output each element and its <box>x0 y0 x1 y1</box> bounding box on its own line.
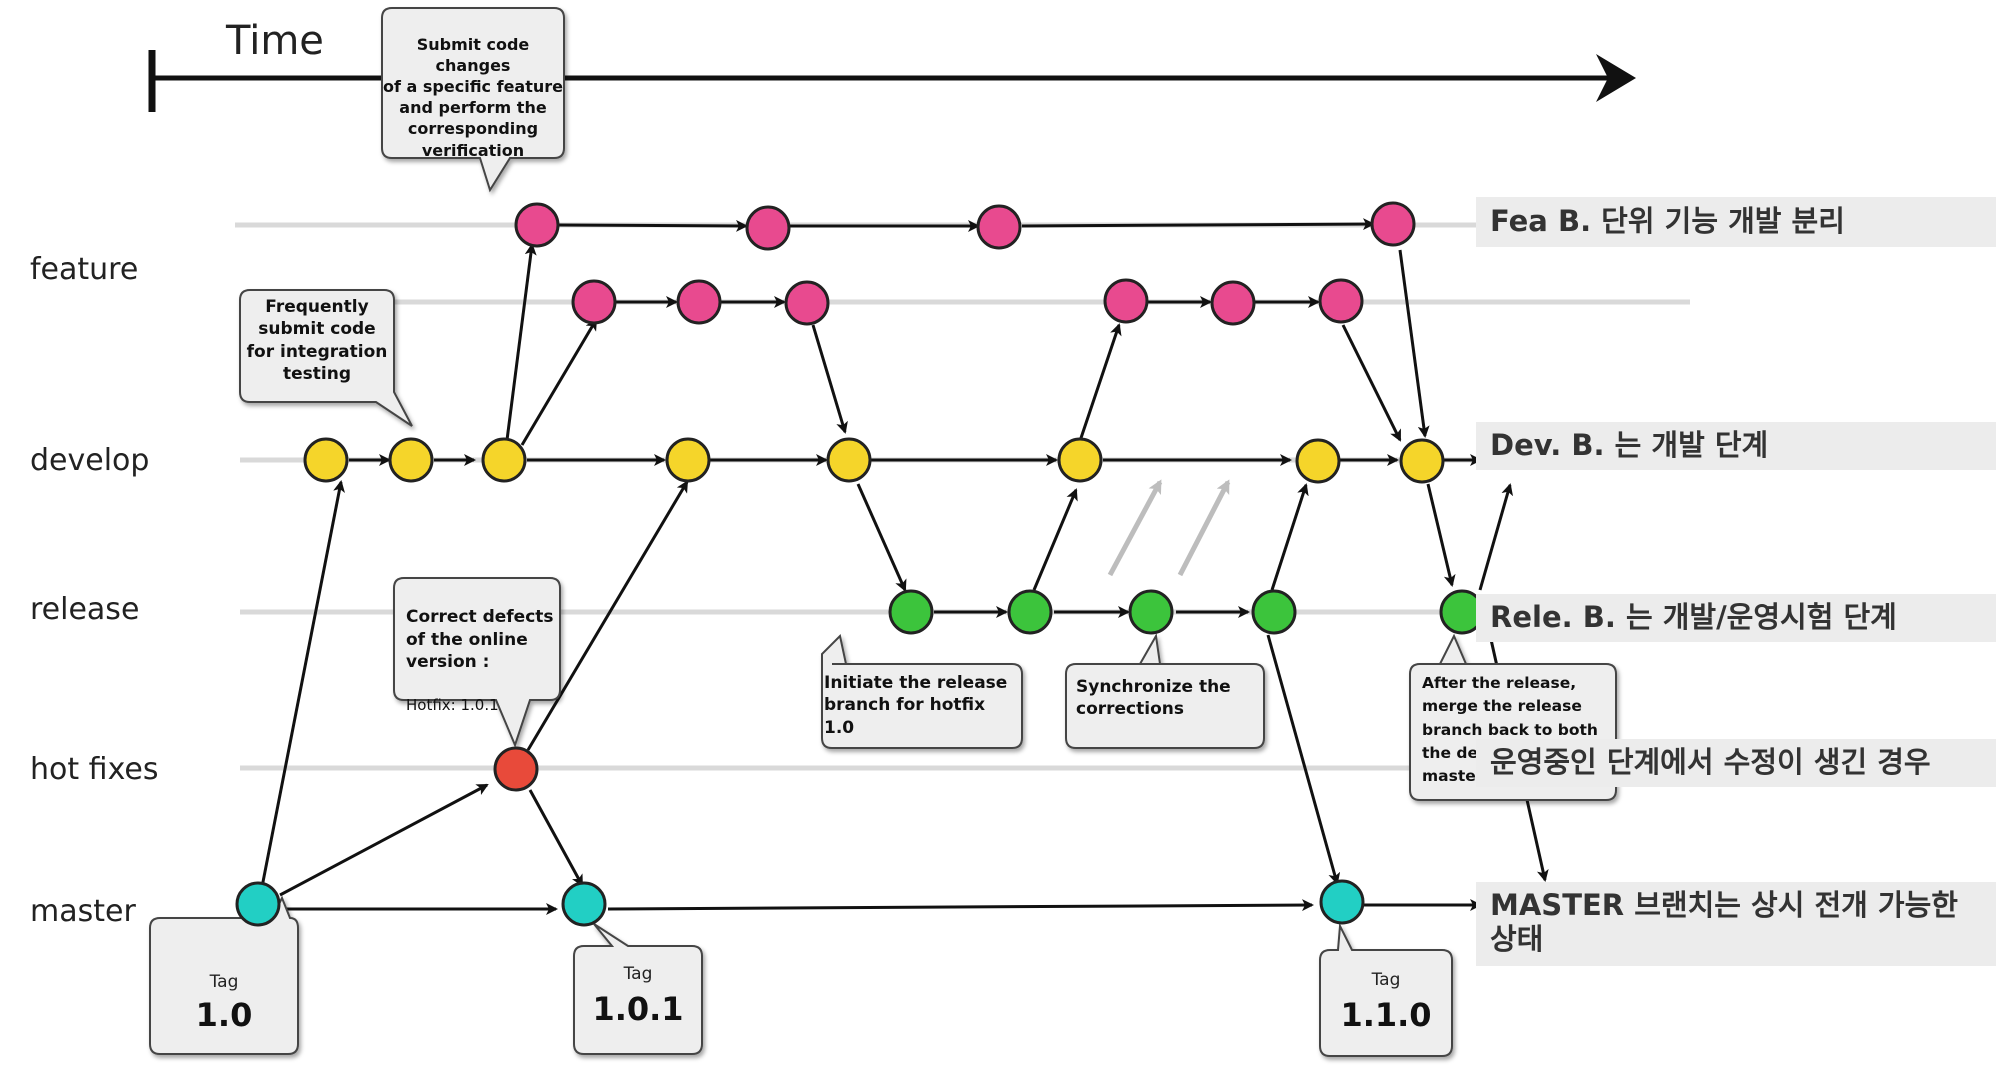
callout-submit-feature: Submit code changes of a specific featur… <box>383 35 563 160</box>
note-band-develop <box>1476 422 1996 470</box>
callout-correct-defects-text: Correct defects of the online version : <box>406 607 554 673</box>
note-hotfix: 운영중인 단계에서 수정이 생긴 경우 <box>1490 745 1931 779</box>
lane-label-develop: develop <box>30 443 150 478</box>
tag-title-3: Tag <box>1371 970 1401 990</box>
callout-initiate-release: Initiate the release branch for hotfix 1… <box>824 673 1008 738</box>
sync-arrows <box>1107 479 1231 577</box>
tag-title-1: Tag <box>209 972 239 992</box>
tag-version-1: 1.0 <box>195 996 253 1034</box>
note-feature: Fea B. 단위 기능 개발 분리 <box>1490 204 1845 238</box>
callout-synchronize: Synchronize the corrections <box>1076 677 1231 720</box>
tag-title-2: Tag <box>623 964 653 984</box>
lane-label-hotfixes: hot fixes <box>30 752 159 787</box>
callout-bubbles <box>149 7 1617 1057</box>
note-band-hotfix <box>1476 739 1996 787</box>
lane-label-master: master <box>30 894 136 929</box>
tag-version-2: 1.0.1 <box>592 990 684 1028</box>
lane-label-release: release <box>30 592 140 627</box>
note-band-release <box>1476 594 1996 642</box>
note-develop: Dev. B. 는 개발 단계 <box>1490 428 1769 462</box>
note-band-master <box>1476 882 1996 966</box>
callout-frequent-submit: Frequently submit code for integration t… <box>246 297 388 385</box>
note-master-line1: MASTER 브랜치는 상시 전개 가능한 <box>1490 888 1958 922</box>
lane-label-feature: feature <box>30 252 139 287</box>
tag-version-3: 1.1.0 <box>1340 996 1432 1034</box>
time-axis-label: Time <box>226 18 324 64</box>
note-master: MASTER 브랜치는 상시 전개 가능한 상태 <box>1490 888 1958 957</box>
callout-correct-defects: Correct defects of the online version : … <box>406 584 558 738</box>
note-master-line2: 상태 <box>1490 921 1544 956</box>
note-band-feature <box>1476 197 1996 247</box>
commit-nodes <box>235 201 1485 927</box>
note-release: Rele. B. 는 개발/운영시험 단계 <box>1490 600 1897 634</box>
callout-after-release: After the release, merge the release bra… <box>1422 674 1598 785</box>
callout-hotfix-version: Hotfix: 1.0.1 <box>406 696 499 715</box>
time-axis <box>148 50 1636 112</box>
branch-connections <box>260 218 1549 915</box>
